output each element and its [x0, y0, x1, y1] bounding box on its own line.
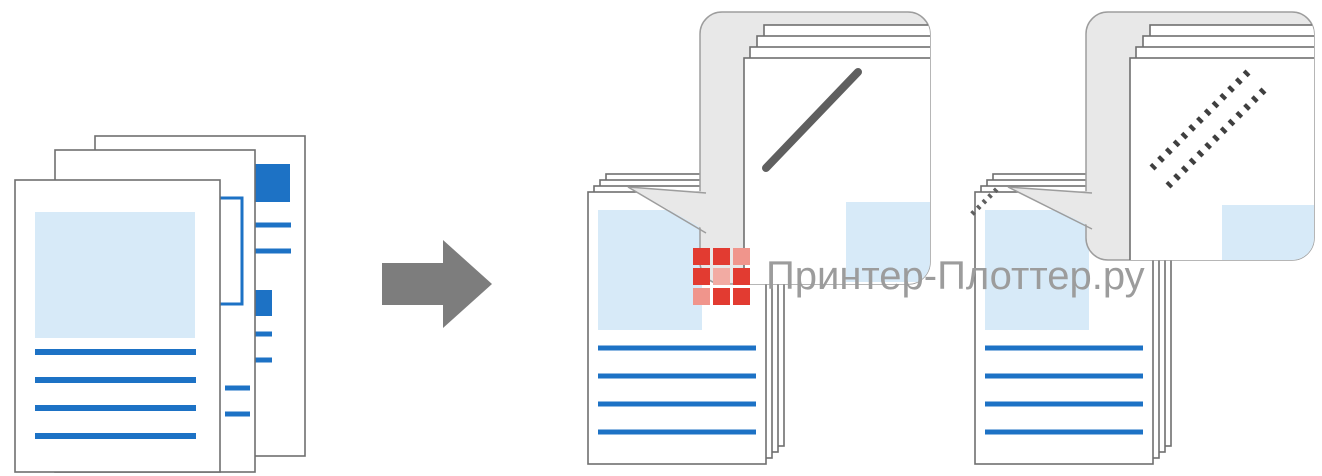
watermark-logo [693, 248, 750, 305]
stitch-marks-icon [1165, 87, 1267, 189]
zoomed-image-block [846, 202, 930, 282]
logo-cell [733, 268, 750, 285]
front-page-image-block [35, 212, 195, 338]
corner-stitch-icon [970, 184, 1002, 216]
logo-cell [733, 288, 750, 305]
staple-callout-bubble [627, 11, 931, 285]
callout-tail-edge [627, 186, 707, 234]
stack-image-block [985, 210, 1089, 330]
logo-cell [713, 268, 730, 285]
logo-cell [733, 248, 750, 265]
zoomed-image-block [1222, 205, 1314, 260]
callout-tail-edge [1007, 186, 1093, 230]
stitch-marks-icon [1149, 69, 1251, 171]
stack-image-block [598, 210, 702, 330]
transform-arrow-icon [382, 240, 492, 328]
watermark: Принтер-Плоттер.ру [693, 248, 1145, 305]
callout-content [1129, 24, 1314, 260]
logo-cell [693, 288, 710, 305]
watermark-text: Принтер-Плоттер.ру [766, 254, 1145, 298]
staple-icon [762, 68, 862, 172]
loose-pages-group [14, 135, 306, 473]
stitched-document-stack [970, 173, 1172, 465]
logo-cell [713, 248, 730, 265]
callout-content [743, 24, 930, 284]
stitch-callout-bubble [1007, 11, 1315, 261]
logo-cell [693, 268, 710, 285]
logo-cell [693, 248, 710, 265]
logo-cell [713, 288, 730, 305]
back-page-small-block [252, 290, 272, 316]
back-page-image-block [252, 164, 290, 202]
